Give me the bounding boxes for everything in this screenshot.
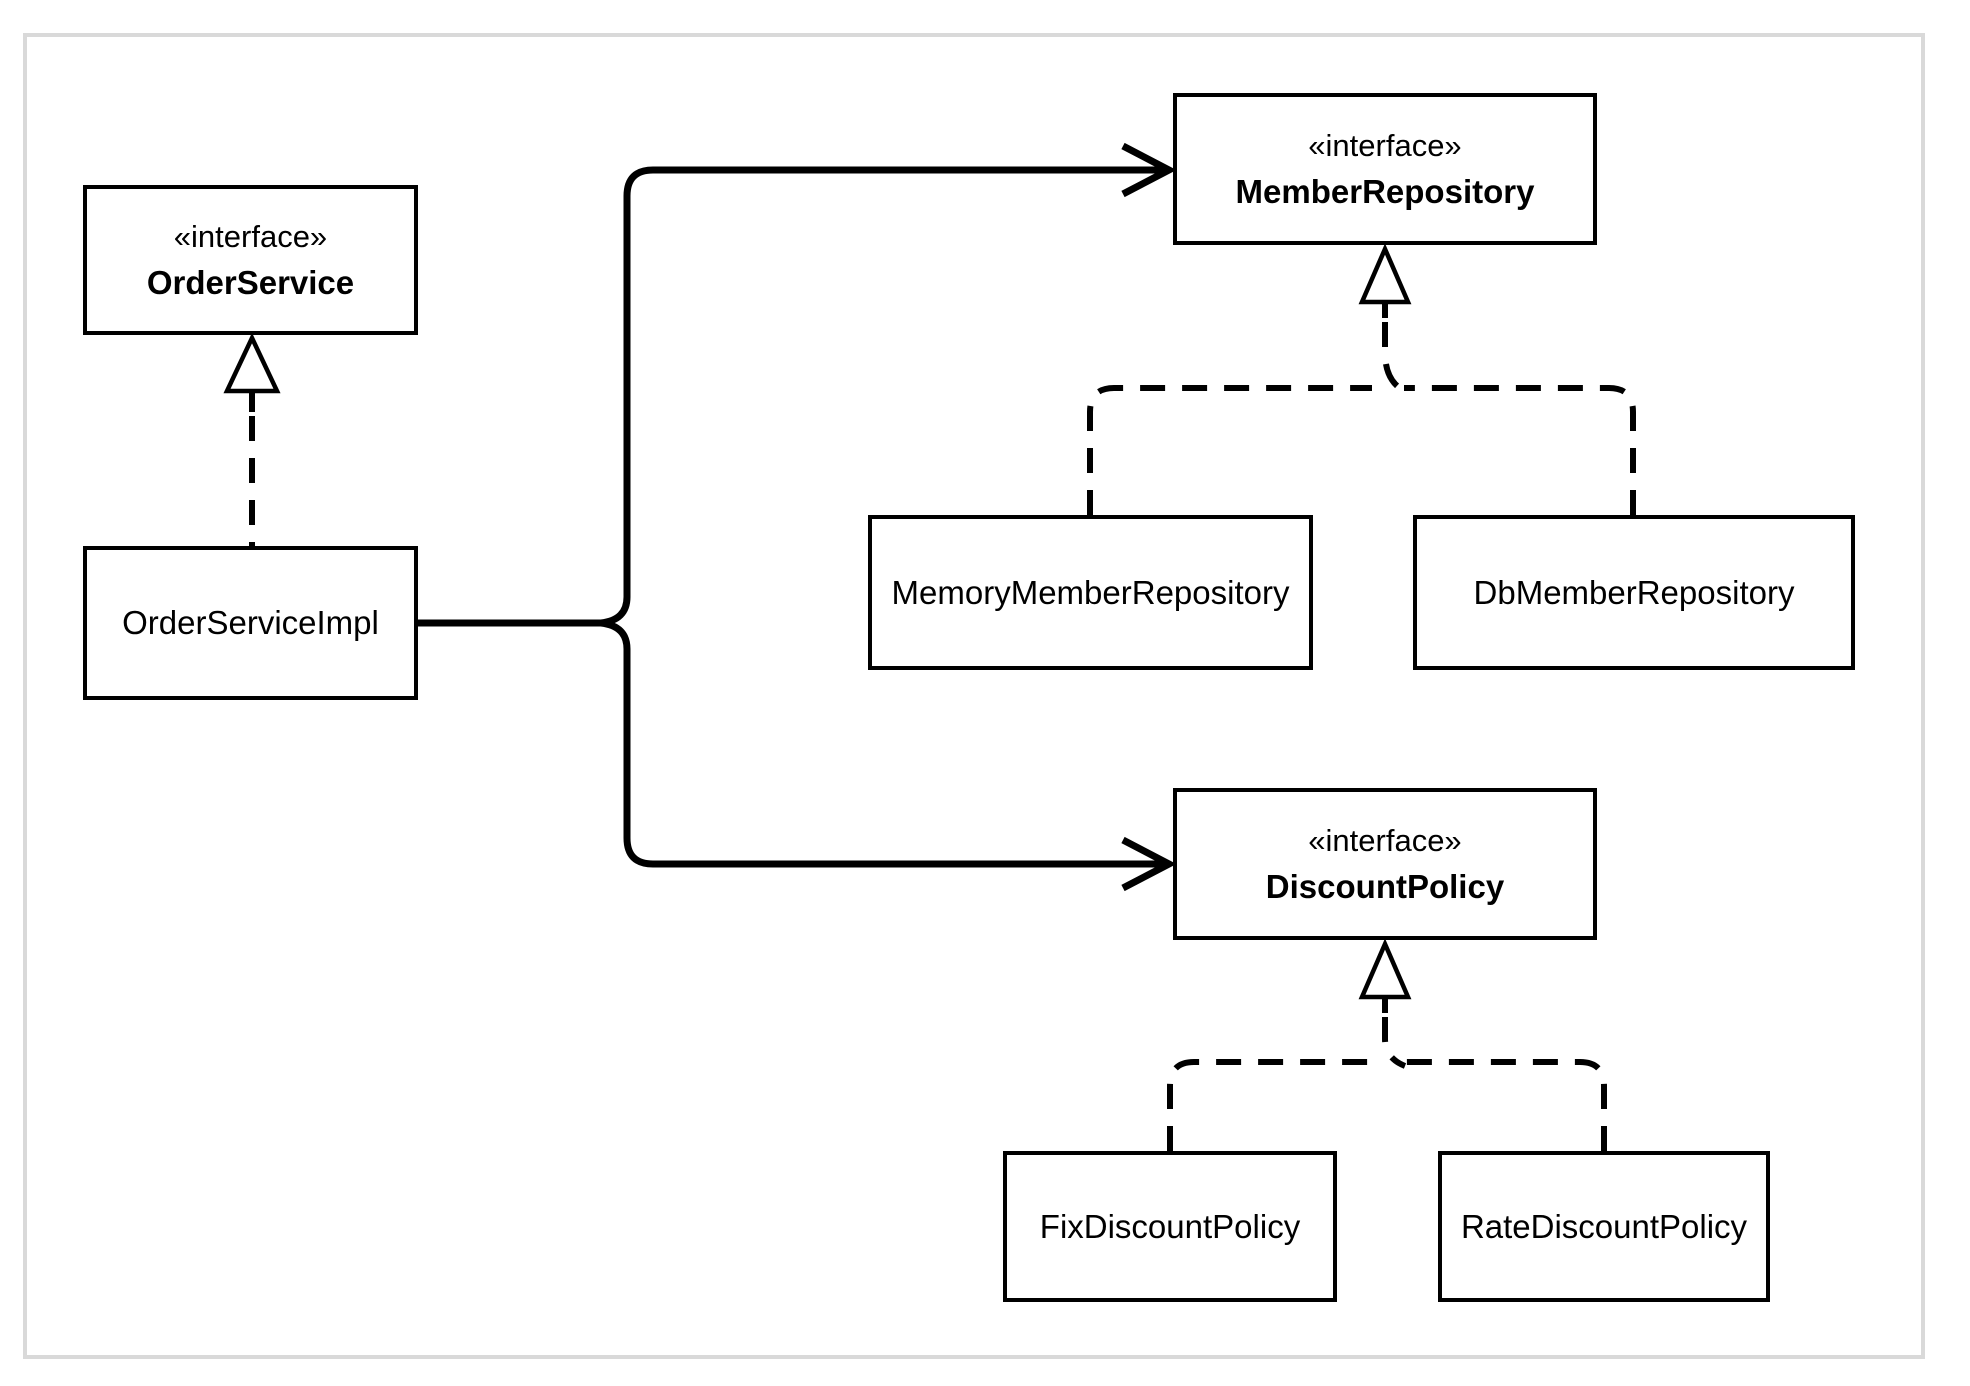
class-name-label: MemoryMemberRepository xyxy=(891,573,1290,611)
class-name-label: FixDiscountPolicy xyxy=(1039,1207,1301,1245)
uml-node-order-service: «interface» OrderService xyxy=(83,185,418,335)
open-arrowhead-discountpolicy-icon xyxy=(1121,836,1177,892)
hollow-triangle-memberrepository-icon xyxy=(1358,243,1412,305)
uml-node-member-repository: «interface» MemberRepository xyxy=(1173,93,1597,245)
uml-node-rate-discount-policy: RateDiscountPolicy xyxy=(1438,1151,1770,1302)
realization-trunk-memberrepository xyxy=(1382,322,1409,395)
interface-name-label: MemberRepository xyxy=(1235,173,1535,210)
realization-edge-fixdiscountpolicy-discountpolicy xyxy=(1167,1059,1372,1151)
class-name-label: RateDiscountPolicy xyxy=(1460,1207,1748,1245)
hollow-triangle-discountpolicy-icon xyxy=(1358,938,1412,1000)
uml-node-fix-discount-policy: FixDiscountPolicy xyxy=(1003,1151,1337,1302)
stereotype-label: «interface» xyxy=(1308,823,1462,858)
realization-edge-memorymemberrepository-memberrepository xyxy=(1087,385,1372,515)
dependency-edge-orderserviceimpl-discountpolicy xyxy=(418,619,1164,868)
realization-edge-dbmemberrepository-memberrepository xyxy=(1404,385,1636,515)
dependency-edge-orderserviceimpl-memberrepository xyxy=(418,166,1164,627)
interface-name-label: DiscountPolicy xyxy=(1265,868,1505,905)
realization-trunk-discountpolicy xyxy=(1382,1017,1407,1069)
uml-node-db-member-repository: DbMemberRepository xyxy=(1413,515,1855,670)
realization-edge-ratediscountpolicy-discountpolicy xyxy=(1402,1059,1607,1151)
uml-node-order-service-impl: OrderServiceImpl xyxy=(83,546,418,700)
class-name-label: DbMemberRepository xyxy=(1473,573,1795,611)
class-name-label: OrderServiceImpl xyxy=(122,604,379,641)
open-arrowhead-memberrepository-icon xyxy=(1121,142,1177,198)
uml-node-memory-member-repository: MemoryMemberRepository xyxy=(868,515,1313,670)
hollow-triangle-orderservice-icon xyxy=(223,332,281,394)
stereotype-label: «interface» xyxy=(173,219,328,254)
stereotype-label: «interface» xyxy=(1308,128,1462,163)
interface-name-label: OrderService xyxy=(146,264,355,301)
uml-node-discount-policy: «interface» DiscountPolicy xyxy=(1173,788,1597,940)
